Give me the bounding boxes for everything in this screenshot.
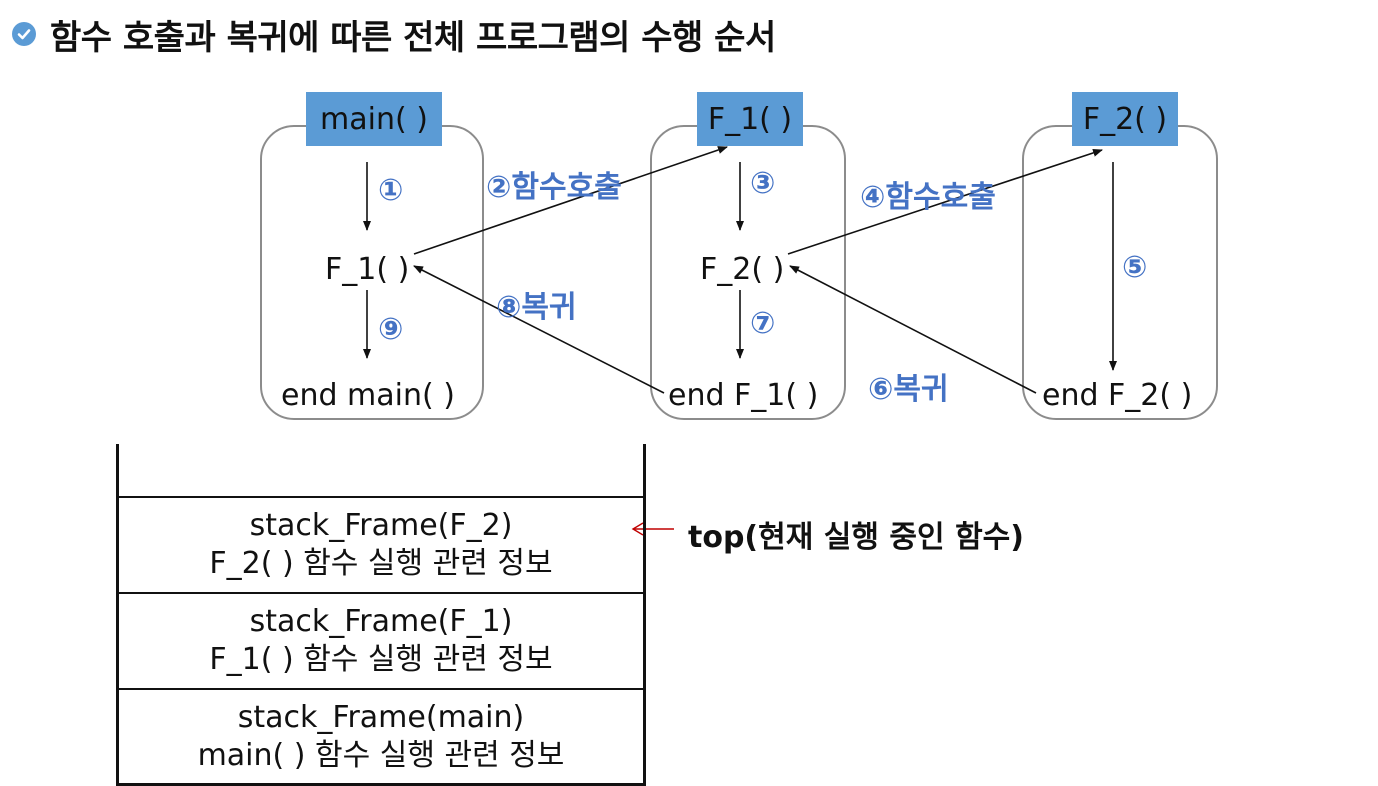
arrow-step-8-return — [413, 265, 665, 394]
stack-frame-main: stack_Frame(main) main( ) 함수 실행 관련 정보 — [119, 688, 643, 784]
arrow-step-2-call — [413, 146, 728, 255]
arrow-step-6-return — [789, 265, 1037, 394]
step-9-label: ⑨ — [378, 312, 404, 347]
step-3-label: ③ — [750, 166, 776, 201]
stack-floor — [116, 783, 646, 786]
main-call-f1-line: F_1( ) — [325, 252, 410, 287]
step-2-label: ②함수호출 — [486, 170, 622, 205]
stack-top-label: top(현재 실행 중인 함수) — [688, 520, 1024, 555]
stack-right-wall — [643, 444, 646, 786]
f2-function-header: F_2( ) — [1072, 92, 1178, 146]
stack-frame-f1: stack_Frame(F_1) F_1( ) 함수 실행 관련 정보 — [119, 592, 643, 688]
stack-frame-desc: F_1( ) 함수 실행 관련 정보 — [209, 642, 553, 677]
stack-frame-desc: F_2( ) 함수 실행 관련 정보 — [209, 546, 553, 581]
stack-frame-name: stack_Frame(main) — [237, 700, 525, 735]
f1-end-line: end F_1( ) — [668, 378, 819, 413]
step-8-label: ⑧복귀 — [496, 290, 577, 325]
check-circle-icon — [12, 22, 36, 46]
call-stack: stack_Frame(F_2) F_2( ) 함수 실행 관련 정보 stac… — [116, 444, 646, 786]
stack-frame-desc: main( ) 함수 실행 관련 정보 — [197, 738, 565, 773]
f1-call-f2-line: F_2( ) — [700, 252, 785, 287]
step-5-label: ⑤ — [1122, 250, 1148, 285]
arrow-step-4-call — [787, 149, 1103, 255]
step-4-label: ④함수호출 — [860, 180, 996, 215]
title-row: 함수 호출과 복귀에 따른 전체 프로그램의 수행 순서 — [12, 6, 776, 62]
stack-frame-name: stack_Frame(F_2) — [249, 508, 513, 543]
stack-left-wall — [116, 444, 119, 786]
stack-frame-f2: stack_Frame(F_2) F_2( ) 함수 실행 관련 정보 — [119, 496, 643, 592]
main-end-line: end main( ) — [281, 378, 455, 413]
main-function-header: main( ) — [306, 92, 442, 146]
step-1-label: ① — [378, 173, 404, 208]
page-title: 함수 호출과 복귀에 따른 전체 프로그램의 수행 순서 — [50, 17, 776, 58]
f1-function-header: F_1( ) — [697, 92, 803, 146]
step-6-label: ⑥복귀 — [868, 372, 949, 407]
stack-frame-name: stack_Frame(F_1) — [249, 604, 513, 639]
step-7-label: ⑦ — [750, 306, 776, 341]
f2-end-line: end F_2( ) — [1042, 378, 1193, 413]
top-pointer-arrowhead — [631, 522, 644, 536]
